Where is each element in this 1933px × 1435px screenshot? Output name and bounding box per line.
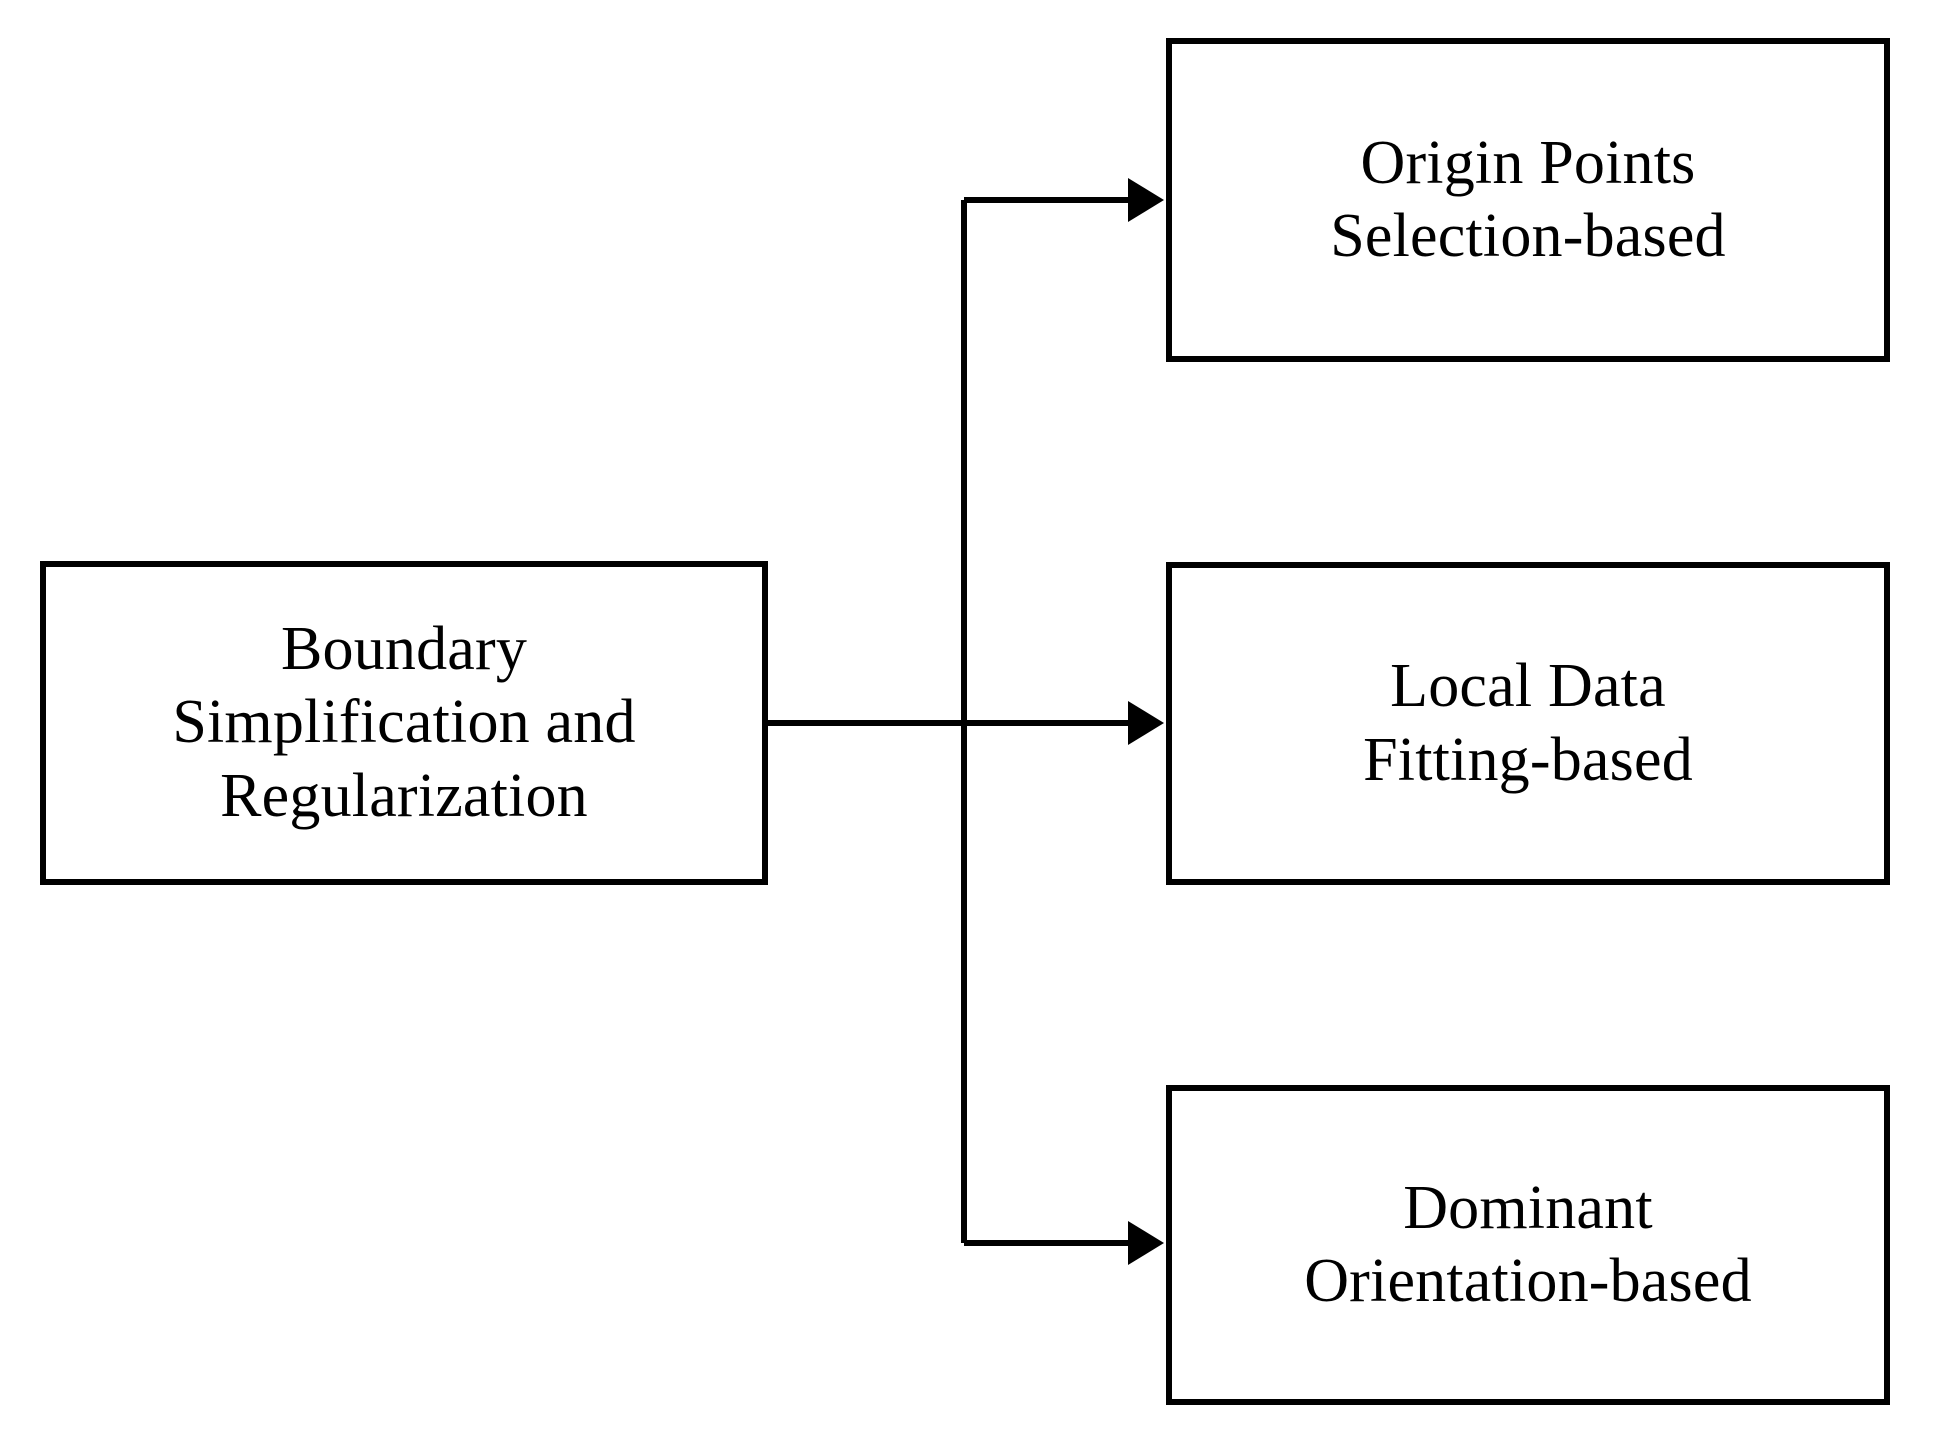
node-label: Origin Points Selection-based — [1330, 128, 1726, 270]
arrowhead-icon-dominant-orientation — [1128, 1221, 1164, 1265]
node-local-data-fitting-based[interactable]: Local Data Fitting-based — [1166, 562, 1890, 885]
arrowhead-icon-origin-points — [1128, 178, 1164, 222]
node-label: Boundary Simplification and Regularizati… — [172, 615, 636, 830]
node-label: Local Data Fitting-based — [1363, 652, 1693, 794]
node-dominant-orientation-based[interactable]: Dominant Orientation-based — [1166, 1085, 1890, 1405]
arrowhead-icon-local-data — [1128, 701, 1164, 745]
node-label: Dominant Orientation-based — [1304, 1173, 1752, 1315]
node-origin-points-selection-based[interactable]: Origin Points Selection-based — [1166, 38, 1890, 362]
node-boundary-simplification-and-regularization[interactable]: Boundary Simplification and Regularizati… — [40, 561, 768, 885]
